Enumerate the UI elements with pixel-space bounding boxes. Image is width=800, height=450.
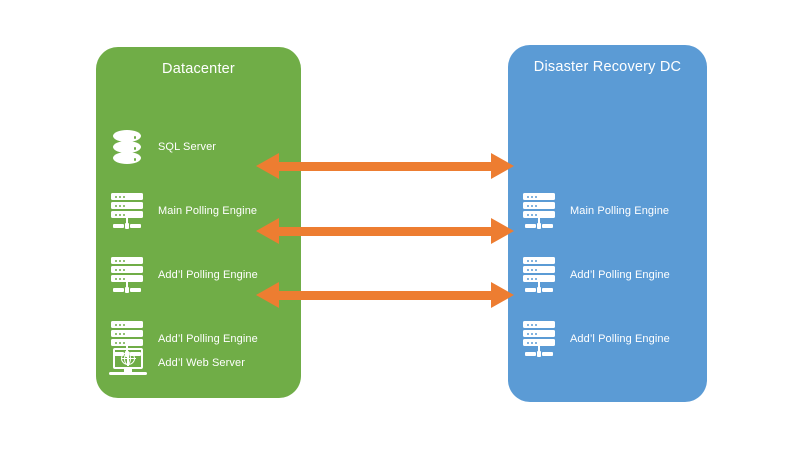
server-icon xyxy=(106,190,148,232)
node-label: SQL Server xyxy=(158,141,217,153)
arrowhead-left-icon xyxy=(256,218,279,244)
node-label: Add’l Polling Engine xyxy=(158,269,258,281)
zone-disaster-recovery-dc-title: Disaster Recovery DC xyxy=(533,59,682,75)
connection-arrow-main-polling-engine[interactable] xyxy=(256,153,514,179)
server-icon xyxy=(518,190,560,232)
node-label: Add’l Web Server xyxy=(158,357,245,369)
server-icon xyxy=(106,254,148,296)
connection-arrow-addl-polling-engine-2[interactable] xyxy=(256,282,514,308)
arrowhead-left-icon xyxy=(256,153,279,179)
node-main-polling-engine[interactable]: Main Polling Engine xyxy=(106,189,257,233)
server-icon xyxy=(518,254,560,296)
node-addl-web-server[interactable]: Add’l Web Server xyxy=(106,341,245,385)
arrow-shaft xyxy=(278,227,492,236)
zone-datacenter-title: Datacenter xyxy=(162,61,235,77)
node-label: Main Polling Engine xyxy=(570,205,670,217)
arrow-shaft xyxy=(278,162,492,171)
node-dr-main-polling-engine[interactable]: Main Polling Engine xyxy=(518,189,669,233)
arrowhead-left-icon xyxy=(256,282,279,308)
node-sql-server[interactable]: SQL Server xyxy=(106,125,216,169)
arrowhead-right-icon xyxy=(491,218,514,244)
node-dr-addl-polling-engine-2[interactable]: Add’l Polling Engine xyxy=(518,317,670,361)
database-icon xyxy=(106,126,148,168)
node-label: Add’l Polling Engine xyxy=(570,269,670,281)
web-server-icon xyxy=(106,342,148,384)
node-label: Add’l Polling Engine xyxy=(570,333,670,345)
node-dr-addl-polling-engine-1[interactable]: Add’l Polling Engine xyxy=(518,253,670,297)
server-icon xyxy=(518,318,560,360)
node-label: Add’l Polling Engine xyxy=(158,333,258,345)
node-label: Main Polling Engine xyxy=(158,205,258,217)
zone-disaster-recovery-dc[interactable]: Disaster Recovery DC Main Polling Engine xyxy=(508,45,707,402)
node-addl-polling-engine-1[interactable]: Add’l Polling Engine xyxy=(106,253,258,297)
arrowhead-right-icon xyxy=(491,153,514,179)
arrow-shaft xyxy=(278,291,492,300)
connection-arrow-addl-polling-engine-1[interactable] xyxy=(256,218,514,244)
arrowhead-right-icon xyxy=(491,282,514,308)
